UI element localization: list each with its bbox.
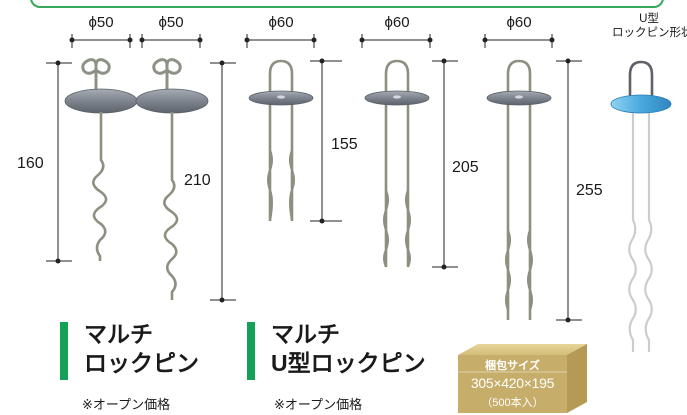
package-box-dimensions: 305×420×195 <box>470 375 555 391</box>
product-name-line2: ロックピン <box>84 350 199 376</box>
u-type-caption: U型 ロックピン形状 <box>612 12 687 40</box>
diameter-label: ϕ50 <box>158 14 184 31</box>
price-note: ※オープン価格 <box>274 397 363 412</box>
diameter-label: ϕ60 <box>268 14 294 31</box>
pin-multi-210 <box>135 58 209 300</box>
product-name-line2: U型ロックピン <box>271 350 426 376</box>
accent-bar <box>247 322 255 380</box>
package-box-label: 梱包サイズ <box>485 360 540 372</box>
pin-u-155 <box>248 59 314 222</box>
package-box-icon <box>458 344 587 413</box>
pin-u-lock-shape <box>610 60 672 352</box>
height-label: 205 <box>452 159 479 176</box>
pin-u-205 <box>364 59 430 268</box>
package-box-quantity: （500本入） <box>481 397 544 409</box>
height-label: 255 <box>576 182 603 199</box>
pin-multi-160 <box>64 58 138 261</box>
width-dimension-lines <box>69 34 555 48</box>
product-name-line1: マルチ <box>84 321 153 347</box>
diameter-label: ϕ60 <box>384 14 410 31</box>
u-type-caption-line1: U型 <box>639 13 659 25</box>
u-type-caption-line2: ロックピン形状 <box>612 27 687 39</box>
price-note: ※オープン価格 <box>82 397 171 412</box>
height-dimension-lines <box>46 58 582 323</box>
diameter-label: ϕ50 <box>88 14 114 31</box>
diameter-label: ϕ60 <box>506 14 532 31</box>
product-name: マルチ ロックピン <box>84 320 199 378</box>
height-label: 160 <box>17 155 44 172</box>
accent-bar <box>60 322 68 380</box>
product-name: マルチ U型ロックピン <box>271 320 426 378</box>
height-label: 210 <box>184 172 211 189</box>
height-label: 155 <box>331 136 358 153</box>
product-name-line1: マルチ <box>271 321 340 347</box>
pin-u-255 <box>486 59 552 320</box>
